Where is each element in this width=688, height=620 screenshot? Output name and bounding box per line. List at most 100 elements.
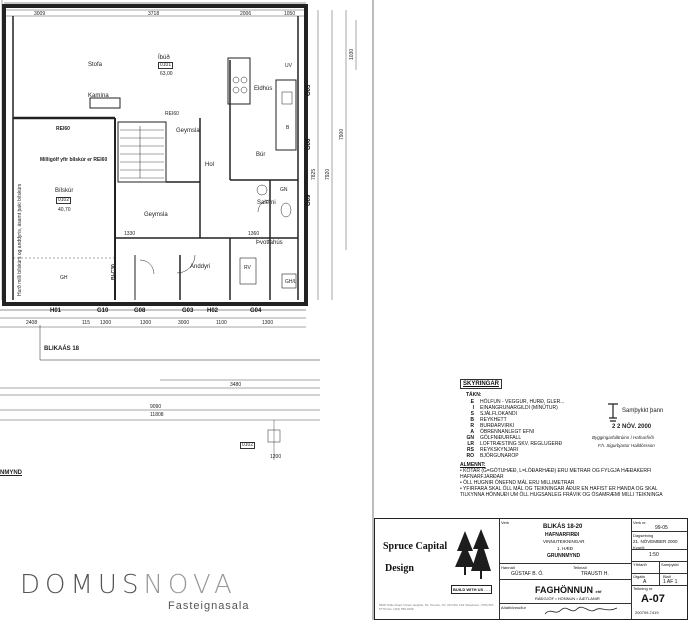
tb-teiknad: TRAUSTI H. — [581, 571, 609, 577]
domus-nova-logo: DOMUSNOVA — [20, 570, 237, 600]
symbol-rv: RV — [244, 265, 251, 271]
legend-item-text: EINANGRUNARGILDI (MÍNÚTUR) — [480, 405, 558, 411]
milligolf-note: Milligólf yfir bílskúr er REI60 — [40, 157, 108, 163]
legend-item-text: GÓLFNIÐURFALL — [480, 435, 522, 441]
site-street: BLIKAÁS 18 — [44, 346, 80, 352]
tb-yfirfarid-label: Yfirfarið — [633, 562, 647, 567]
spruce-name-2: Design — [385, 563, 414, 574]
domus-name-a: DOMUS — [20, 570, 144, 600]
legend-item-code: S — [470, 411, 474, 417]
door-label-g03: G03 — [182, 308, 194, 314]
legend-item-code: E — [470, 399, 474, 405]
legend-item: RO BJÖRGUNAROP — [460, 453, 680, 459]
dim-top-1: 3009 — [34, 11, 46, 17]
room-anddyri: Anddyri — [190, 264, 211, 270]
spruce-badge: BUILD WITH US . . . — [451, 585, 492, 594]
tb-verknr-label: Verk nr. — [633, 520, 647, 525]
garage-side-note: Hurð milli bílskúrs og anddyris, ásamt þ… — [17, 183, 23, 296]
legend-item-text: LOFTRÆSTING SKV. REGLUGERÐ — [480, 441, 563, 447]
dim-small-2: 1360 — [248, 231, 260, 237]
dim-top-4: 1050 — [284, 11, 296, 17]
legend-note: • ÖLL HUGNIR ÓNEFND MÁL ERU MILLIMETRAR — [460, 480, 575, 486]
label-bi-c30: BI-C30 — [111, 264, 117, 280]
dim-mid-7: 1300 — [262, 320, 274, 326]
legend-item-code: B — [470, 417, 474, 423]
legend-item-code: RO — [466, 453, 475, 459]
dim-vert-2: 7920 — [325, 168, 331, 180]
dim-vert-4: 1030 — [349, 48, 355, 60]
legend-notes: • KÓTAR (G=GÓTUHÆÐ, L=LÓÐARHÆÐ) ERU METR… — [460, 468, 670, 498]
legend-almennt: ALMENNT: — [460, 462, 486, 468]
room-ibud: Íbúð — [158, 55, 170, 61]
spruce-address: 5608 Tuttle Road, Pelton Heights, NJ, To… — [379, 603, 495, 611]
grunnmynd-label: NMYND — [0, 470, 22, 476]
bilskur-area: 40,70 — [58, 207, 71, 213]
tb-utgafa: A — [643, 579, 647, 585]
dim-small-1: 1330 — [124, 231, 136, 237]
door-label-g09: G09 — [306, 194, 312, 206]
title-block: Verk BLIKÁS 18-20 HAFNARFIRÐI VINNUTEIKN… — [374, 518, 688, 620]
dim-mid-6: 1100 — [216, 320, 227, 326]
dim-mid-5: 3000 — [178, 320, 190, 326]
door-label-g04: G04 — [250, 308, 262, 314]
stamp-signature-1: Byggingarfulltrúinn í Hafnarfirði — [592, 435, 654, 440]
legend-note: • KÓTAR (G=GÓTUHÆÐ, L=LÓÐARHÆÐ) ERU METR… — [460, 468, 652, 480]
tb-blad: 1 AF 1 — [663, 579, 678, 585]
door-label-h02: H02 — [207, 308, 219, 314]
legend-item-code: LR — [467, 441, 474, 447]
symbol-ghl: GH/L — [285, 279, 297, 285]
legend-item-text: REYKSKYNJARI — [480, 447, 519, 453]
legend-item-text: BJÖRGUNAROP — [480, 453, 519, 459]
legend-item: B REYKHETT — [460, 417, 680, 423]
legend-item-text: BURÐARVIRKI — [480, 423, 515, 429]
stamp-signature-2: F.h. Sigurbjartur Halldórsson — [598, 443, 655, 448]
symbol-uv: UV — [285, 63, 292, 69]
ibud-area: 63,00 — [160, 71, 173, 77]
tb-kvardi-label: Kvarði — [633, 545, 645, 550]
symbol-gh: GH — [60, 275, 68, 281]
room-geymsla-2: Geymsla — [144, 212, 168, 218]
room-kamina: Kamína — [88, 93, 109, 99]
room-hol: Hol — [205, 162, 215, 168]
rei60-label-a: REI60 — [56, 126, 70, 132]
tb-view: GRUNNMYND — [547, 553, 581, 559]
stamp-label: Samþykkt þann — [622, 408, 664, 414]
tb-project: BLIKÁS 18-20 — [543, 524, 583, 530]
dim-vert-1: 7825 — [311, 168, 317, 180]
tb-verk-label: Verk — [501, 520, 510, 525]
room-eldhus: Eldhús — [254, 86, 273, 92]
tb-hannad-label: Hannað — [501, 565, 516, 570]
legend-item-text: HÓLFUN - VEGGUR, HURÐ, GLER... — [480, 399, 565, 405]
spruce-tree-icon — [455, 529, 491, 579]
site-code: 0102 — [240, 442, 256, 449]
tb-filenr: 200709-7419 — [635, 610, 659, 615]
dim-mid-1: 2408 — [26, 320, 38, 326]
tb-floor: 1. HÆÐ — [557, 546, 574, 551]
room-geymsla-1: Geymsla — [176, 128, 200, 134]
signature-icon — [544, 606, 618, 615]
legend-item-text: ÓBRENNANLEGT EFNI — [480, 429, 535, 435]
symbol-b: B — [286, 125, 290, 131]
legend-item-text: REYKHETT — [480, 417, 507, 423]
legend-item-code: R — [470, 423, 474, 429]
door-label-g05: G05 — [306, 84, 312, 96]
spruce-name-1: Spruce Capital — [383, 541, 448, 552]
tb-utgafa-label: Útgáfa — [633, 574, 645, 579]
room-bilskur: Bílskúr — [55, 188, 74, 194]
dim-small-3: 1200 — [270, 454, 282, 460]
dim-long-2: 9090 — [150, 404, 162, 410]
dim-vert-3: 7900 — [339, 128, 345, 140]
door-label-h01: H01 — [50, 308, 62, 314]
legend-title: SKÝRINGAR — [460, 379, 503, 389]
tb-kvardi: 1:50 — [649, 552, 659, 558]
tb-blad-label: Blað — [663, 574, 672, 579]
ibud-code: 0101 — [158, 62, 174, 69]
